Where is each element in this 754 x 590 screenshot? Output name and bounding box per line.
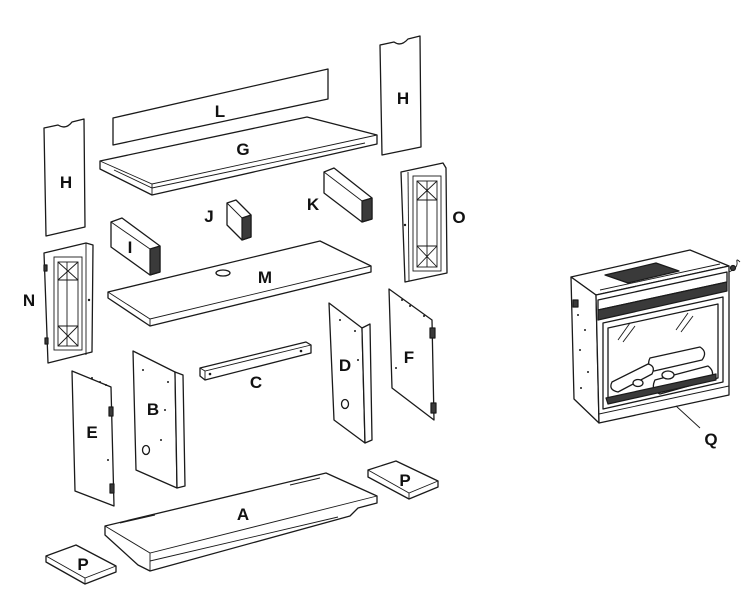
label-a: A — [237, 505, 249, 524]
part-labels: L G H H I J K M N O C E B D F A P P Q — [23, 89, 718, 574]
part-b-side-panel — [132, 350, 186, 489]
part-c-rail — [199, 341, 312, 381]
label-j: J — [204, 207, 213, 226]
part-e-side-panel — [71, 370, 115, 507]
label-k: K — [307, 195, 320, 214]
part-a-base — [104, 472, 378, 572]
part-l-back-strip — [112, 68, 329, 146]
label-m: M — [258, 268, 272, 287]
part-j-block — [226, 199, 252, 241]
label-h-left: H — [60, 173, 72, 192]
label-c: C — [250, 373, 262, 392]
label-h-right: H — [397, 89, 409, 108]
part-i-block — [110, 217, 161, 276]
label-d: D — [339, 356, 351, 375]
label-p-left: P — [77, 555, 88, 574]
part-p-left-pad — [45, 544, 117, 585]
label-e: E — [86, 423, 97, 442]
part-g-top-shelf — [99, 116, 378, 196]
part-h-right-panel — [379, 35, 422, 156]
label-f: F — [404, 348, 414, 367]
label-p-right: P — [399, 471, 410, 490]
part-n-left-door — [43, 242, 94, 364]
label-n: N — [23, 291, 35, 310]
part-o-right-door — [400, 162, 448, 283]
label-b: B — [147, 400, 159, 419]
part-k-block — [323, 167, 373, 223]
label-i: I — [128, 238, 133, 257]
label-o: O — [452, 208, 465, 227]
part-m-middle-shelf — [107, 240, 372, 327]
part-q-fireplace-insert — [570, 249, 741, 429]
part-f-side-panel — [388, 288, 437, 421]
label-g: G — [236, 140, 249, 159]
label-q: Q — [704, 430, 717, 449]
part-d-side-panel — [328, 302, 373, 444]
label-l: L — [215, 102, 225, 121]
part-h-left-panel — [43, 118, 86, 237]
part-p-right-pad — [367, 460, 439, 500]
